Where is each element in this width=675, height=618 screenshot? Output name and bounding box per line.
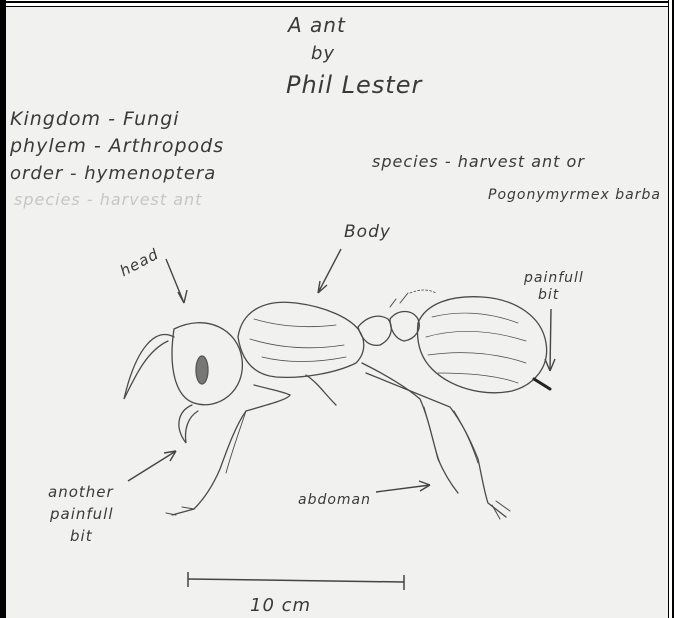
kingdom-text: Kingdom - Fungi xyxy=(10,108,180,130)
painful-bit-label-1: painfull xyxy=(523,270,584,286)
species-latin-text: Pogonymyrmex barba xyxy=(488,187,661,203)
scale-label: 10 cm xyxy=(250,595,311,616)
ant-stinger xyxy=(534,379,550,389)
sketch-paper: A ant by Phil Lester Kingdom - Fungi phy… xyxy=(6,7,668,618)
scale-bar xyxy=(188,572,404,590)
window-top-border xyxy=(0,0,675,7)
head-arrow xyxy=(166,259,187,303)
title-line-2: by xyxy=(311,43,335,64)
ant-front-leg xyxy=(172,385,290,515)
title-author: Phil Lester xyxy=(286,71,423,99)
ant-middle-leg xyxy=(306,375,336,405)
body-arrow xyxy=(318,249,341,293)
window-right-border xyxy=(668,0,675,618)
another-painful-label-2: painfull xyxy=(49,505,114,523)
body-label: Body xyxy=(344,222,391,242)
another-painful-arrow xyxy=(128,451,176,481)
phylum-text: phylem - Arthropods xyxy=(9,135,224,157)
ant-mandible xyxy=(179,405,198,443)
ant-eye xyxy=(196,356,208,384)
abdomen-label: abdoman xyxy=(298,492,371,508)
ant-drawing xyxy=(124,290,550,519)
head-label: head xyxy=(117,245,162,280)
ant-sketch: A ant by Phil Lester Kingdom - Fungi phy… xyxy=(6,7,668,618)
title-line-1: A ant xyxy=(286,13,346,37)
ant-hind-leg-2 xyxy=(366,373,506,517)
ant-thorax xyxy=(238,302,364,377)
another-painful-label-1: another xyxy=(48,483,114,501)
another-painful-label-3: bit xyxy=(70,527,93,545)
order-text: order - hymenoptera xyxy=(10,163,216,184)
painful-bit-arrow xyxy=(545,309,555,371)
faint-species-text: species - harvest ant xyxy=(14,190,202,209)
species-text: species - harvest ant or xyxy=(372,152,585,171)
ant-hind-leg-1 xyxy=(362,363,458,493)
ant-postpetiole xyxy=(390,312,419,342)
abdomen-arrow xyxy=(376,481,430,492)
painful-bit-label-2: bit xyxy=(538,287,559,303)
ant-antenna xyxy=(124,335,174,399)
ant-gaster xyxy=(418,297,547,393)
